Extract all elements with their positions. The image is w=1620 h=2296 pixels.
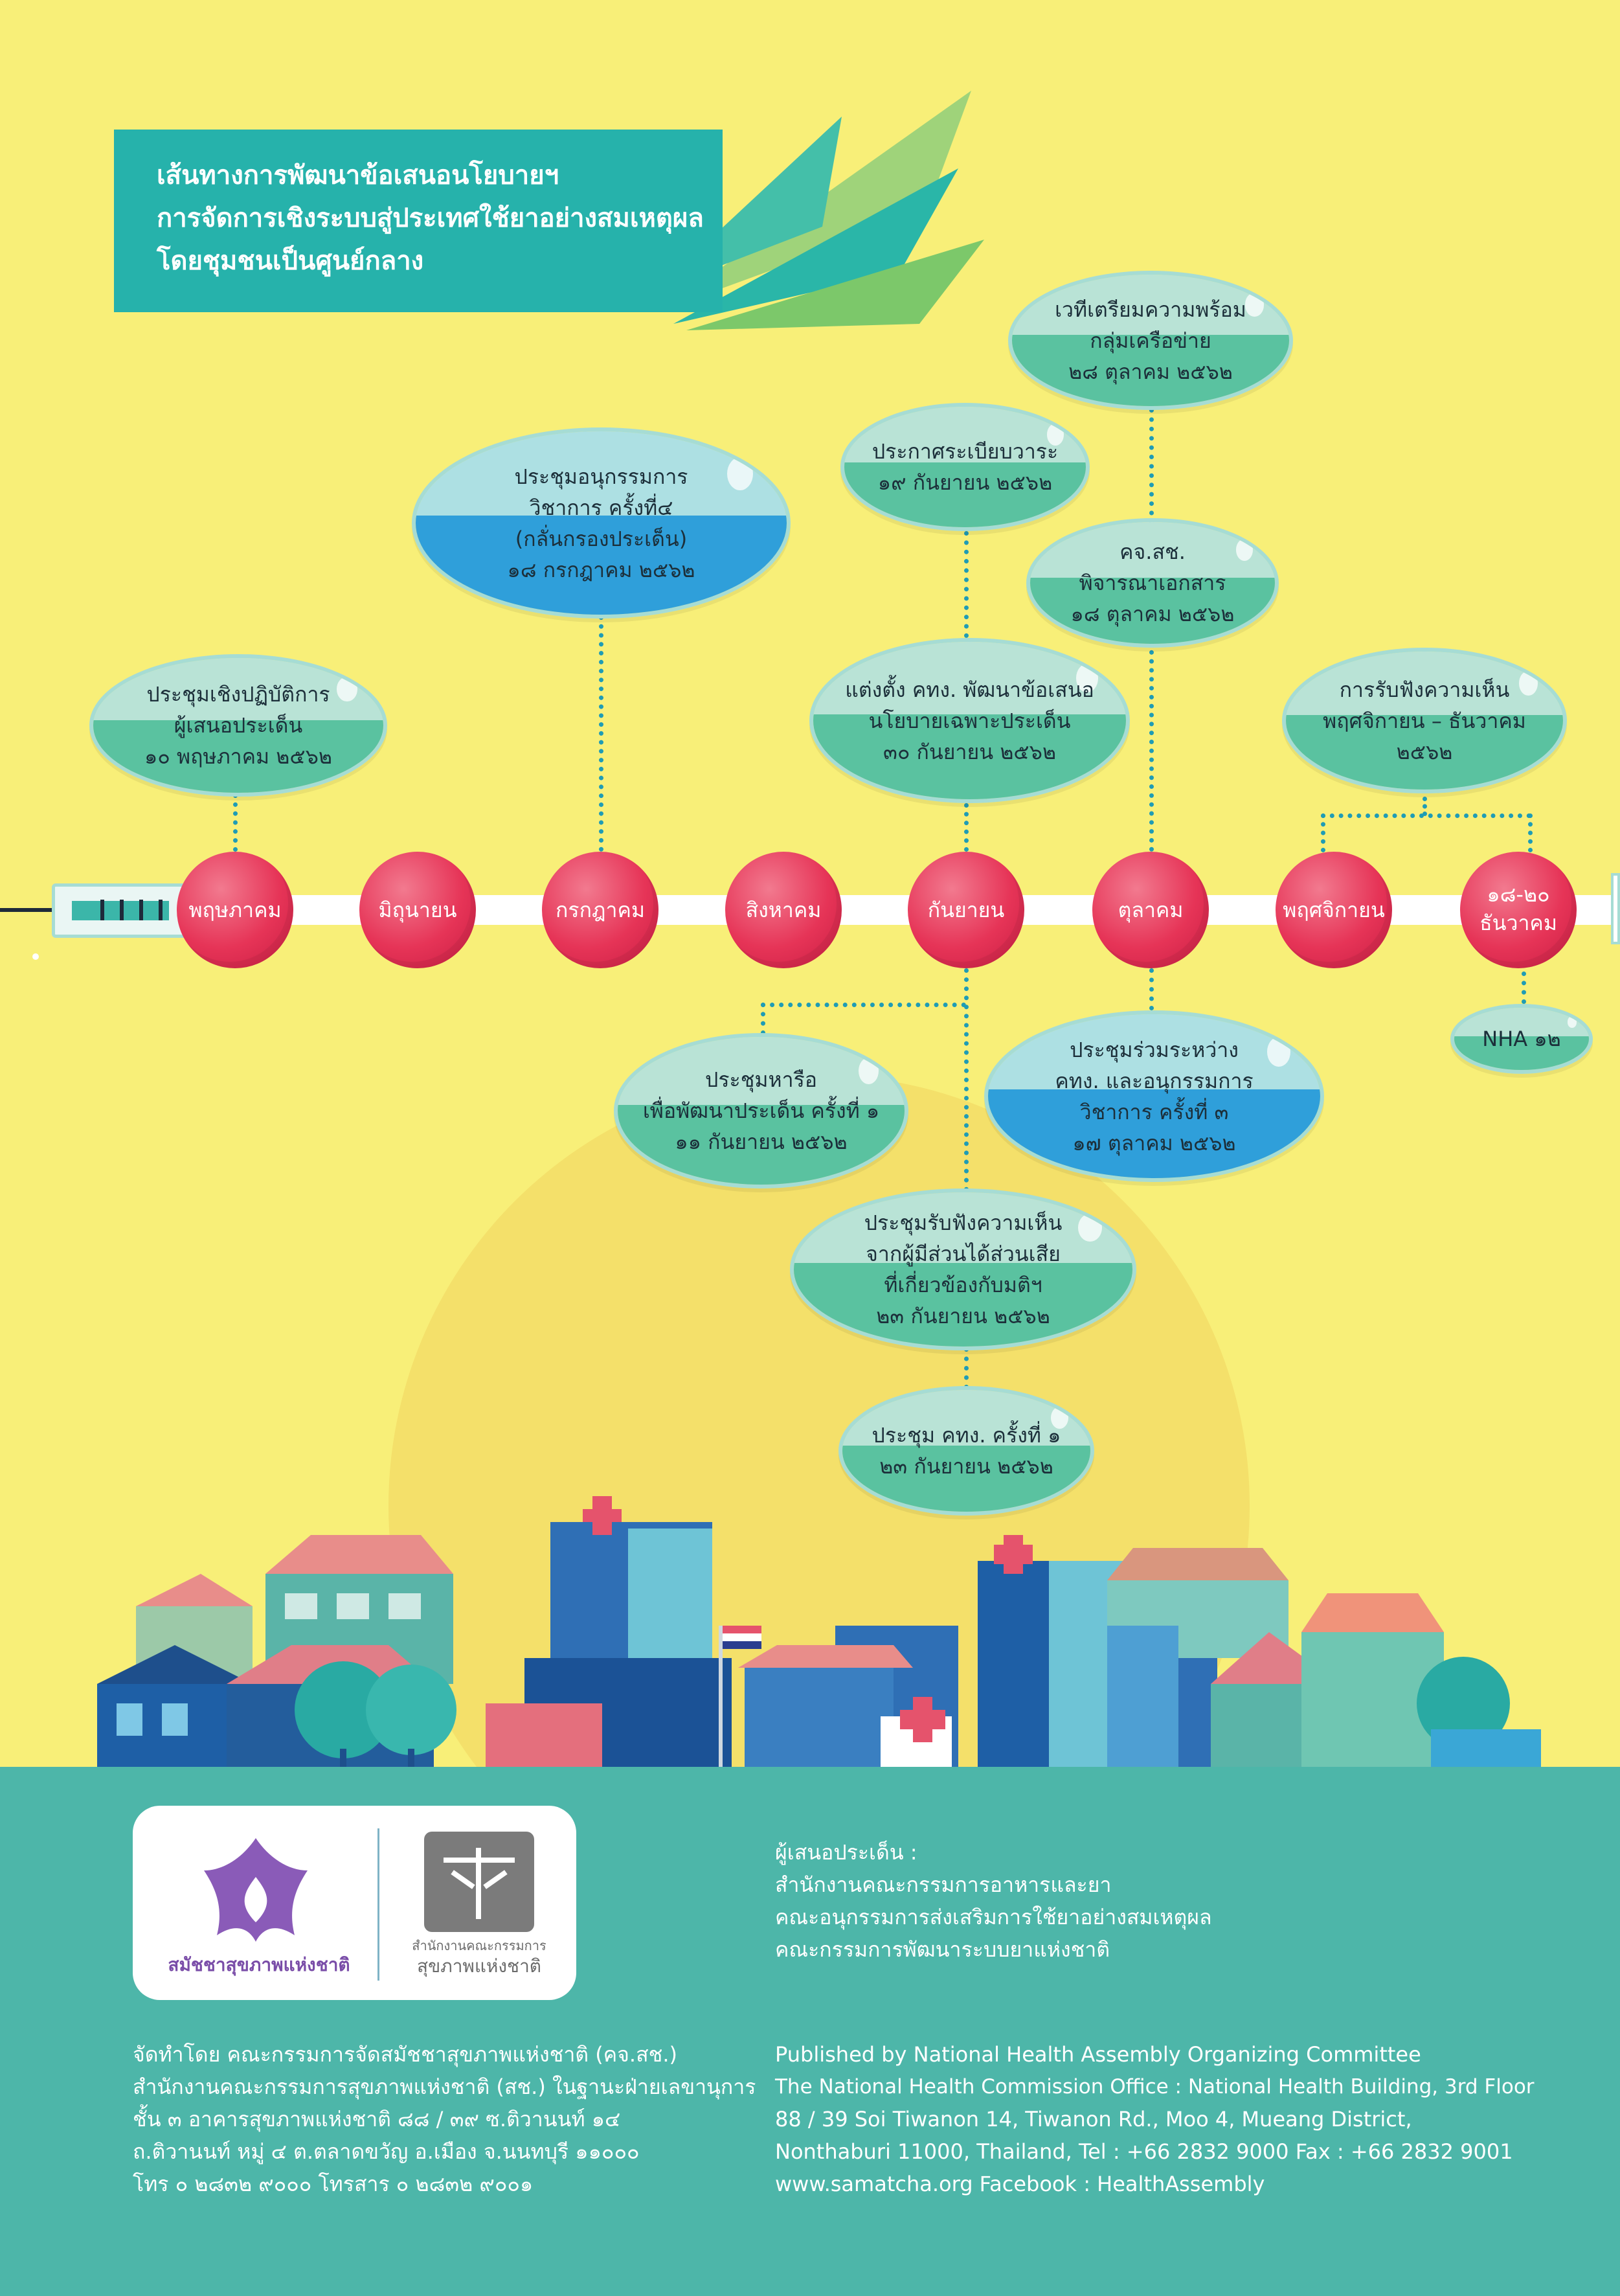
connector-hearing [1423, 797, 1427, 816]
connector-discussion-branch [761, 1003, 966, 1007]
publisher-english-line-4: Nonthaburi 11000, Thailand, Tel : +66 28… [775, 2139, 1513, 2164]
publisher-thai-block: จัดทำโดย คณะกรรมการจัดสมัชชาสุขภาพแห่งชา… [133, 2038, 756, 2200]
logo-divider [377, 1828, 379, 1981]
proposer-heading: ผู้เสนอประเด็น : [775, 1840, 917, 1865]
bubble-hearing: การรับฟังความเห็น พฤศจิกายน – ธันวาคม ๒๕… [1282, 648, 1567, 793]
publisher-thai-line-4: ถ.ติวานนท์ หมู่ ๔ ต.ตลาดขวัญ อ.เมือง จ.น… [133, 2139, 640, 2164]
proposer-line-2: คณะอนุกรรมการส่งเสริมการใช้ยาอย่างสมเหตุ… [775, 1905, 1212, 1929]
connector-subcommittee4 [599, 615, 603, 852]
connector-workshop [233, 793, 238, 852]
logo-card: สมัชชาสุขภาพแห่งชาติ สำนักงานคณะกรรมการ … [133, 1806, 576, 2000]
connector-october-down [1149, 968, 1154, 1010]
connector-network [1149, 408, 1154, 525]
hands-logo-icon [204, 1838, 308, 1942]
publisher-english-line-5: www.samatcha.org Facebook : HealthAssemb… [775, 2172, 1265, 2196]
publisher-thai-line-1: จัดทำโดย คณะกรรมการจัดสมัชชาสุขภาพแห่งชา… [133, 2042, 677, 2067]
month-october: ตุลาคม [1092, 852, 1209, 968]
connector-appoint [964, 803, 969, 852]
publisher-english-block: Published by National Health Assembly Or… [775, 2038, 1535, 2200]
bubble-joint: ประชุมร่วมระหว่าง คทง. และอนุกรรมการ วิช… [984, 1010, 1324, 1182]
syringe-needle [0, 908, 58, 912]
connector-nha [1522, 972, 1526, 1004]
month-july: กรกฎาคม [542, 852, 658, 968]
timeline-dot [32, 953, 39, 960]
connector-rules [964, 531, 969, 638]
month-december: ๑๘-๒๐ ธันวาคม [1460, 852, 1577, 968]
bubble-workshop: ประชุมเชิงปฏิบัติการ ผู้เสนอประเด็น ๑๐ พ… [89, 654, 387, 797]
month-may: พฤษภาคม [177, 852, 293, 968]
publisher-thai-line-3: ชั้น ๓ อาคารสุขภาพแห่งชาติ ๘๘ / ๓๙ ซ.ติว… [133, 2107, 621, 2131]
proposer-line-1: สำนักงานคณะกรรมการอาหารและยา [775, 1872, 1112, 1897]
bubble-working1: ประชุม คทง. ครั้งที่ ๑ ๒๓ กันยายน ๒๕๖๒ [838, 1386, 1094, 1516]
logo-left-label: สมัชชาสุขภาพแห่งชาติ [168, 1954, 350, 1975]
title-line-2: การจัดการเชิงระบบสู่ประเทศใช้ยาอย่างสมเห… [157, 203, 704, 233]
publisher-english-line-1: Published by National Health Assembly Or… [775, 2042, 1421, 2067]
bubble-network: เวทีเตรียมความพร้อม กลุ่มเครือข่าย ๒๘ ตุ… [1008, 271, 1293, 410]
leaves-decoration [654, 91, 984, 330]
bubble-rules: ประกาศระเบียบวาระ ๑๙ กันยายน ๒๕๖๒ [840, 403, 1090, 531]
bubble-appoint: แต่งตั้ง คทง. พัฒนาข้อเสนอ นโยบายเฉพาะปร… [809, 638, 1130, 803]
title-line-1: เส้นทางการพัฒนาข้อเสนอนโยบายฯ [157, 161, 559, 190]
bubble-nha: NHA ๑๒ [1450, 1004, 1593, 1074]
publisher-thai-line-2: สำนักงานคณะกรรมการสุขภาพแห่งชาติ (สช.) ใ… [133, 2074, 756, 2099]
logo-right-label-small: สำนักงานคณะกรรมการ [412, 1938, 546, 1953]
month-august: สิงหาคม [725, 852, 842, 968]
title-line-3: โดยชุมชนเป็นศูนย์กลาง [157, 246, 424, 276]
connector-working1 [964, 1347, 969, 1389]
connector-hearing-branch [1321, 813, 1531, 818]
logo-right-label: สุขภาพแห่งชาติ [417, 1955, 541, 1977]
bubble-stakeholder: ประชุมรับฟังความเห็น จากผู้มีส่วนได้ส่วน… [790, 1188, 1136, 1350]
title-banner: เส้นทางการพัฒนาข้อเสนอนโยบายฯ การจัดการเ… [114, 130, 723, 312]
month-november: พฤศจิกายน [1276, 852, 1392, 968]
publisher-thai-line-5: โทร ๐ ๒๘๓๒ ๙๐๐๐ โทรสาร ๐ ๒๘๓๒ ๙๐๐๑ [133, 2172, 534, 2196]
bubble-committee: คจ.สช. พิจารณาเอกสาร ๑๘ ตุลาคม ๒๕๖๒ [1026, 518, 1279, 648]
proposer-line-3: คณะกรรมการพัฒนาระบบยาแห่งชาติ [775, 1937, 1110, 1962]
connector-hearing-nov [1321, 813, 1325, 852]
publisher-english-line-3: 88 / 39 Soi Tiwanon 14, Tiwanon Rd., Moo… [775, 2107, 1412, 2131]
city-skyline-illustration [97, 1496, 1541, 1771]
connector-committee [1149, 641, 1154, 852]
connector-discussion [761, 1003, 765, 1035]
connector-hearing-dec [1528, 813, 1533, 852]
proposer-block: ผู้เสนอประเด็น : สำนักงานคณะกรรมการอาหาร… [775, 1836, 1212, 1966]
nhco-logo-icon [424, 1832, 534, 1932]
bubble-discussion1: ประชุมหารือ เพื่อพัฒนาประเด็น ครั้งที่ ๑… [614, 1033, 908, 1188]
syringe-body [52, 883, 188, 938]
month-june: มิถุนายน [359, 852, 476, 968]
timeline-end-cap [1611, 873, 1620, 944]
bubble-subcommittee4: ประชุมอนุกรรมการ วิชาการ ครั้งที่๔ (กลั่… [412, 427, 791, 619]
connector-september-down [964, 968, 969, 1192]
month-september: กันยายน [908, 852, 1024, 968]
publisher-english-line-2: The National Health Commission Office : … [775, 2075, 1535, 2098]
